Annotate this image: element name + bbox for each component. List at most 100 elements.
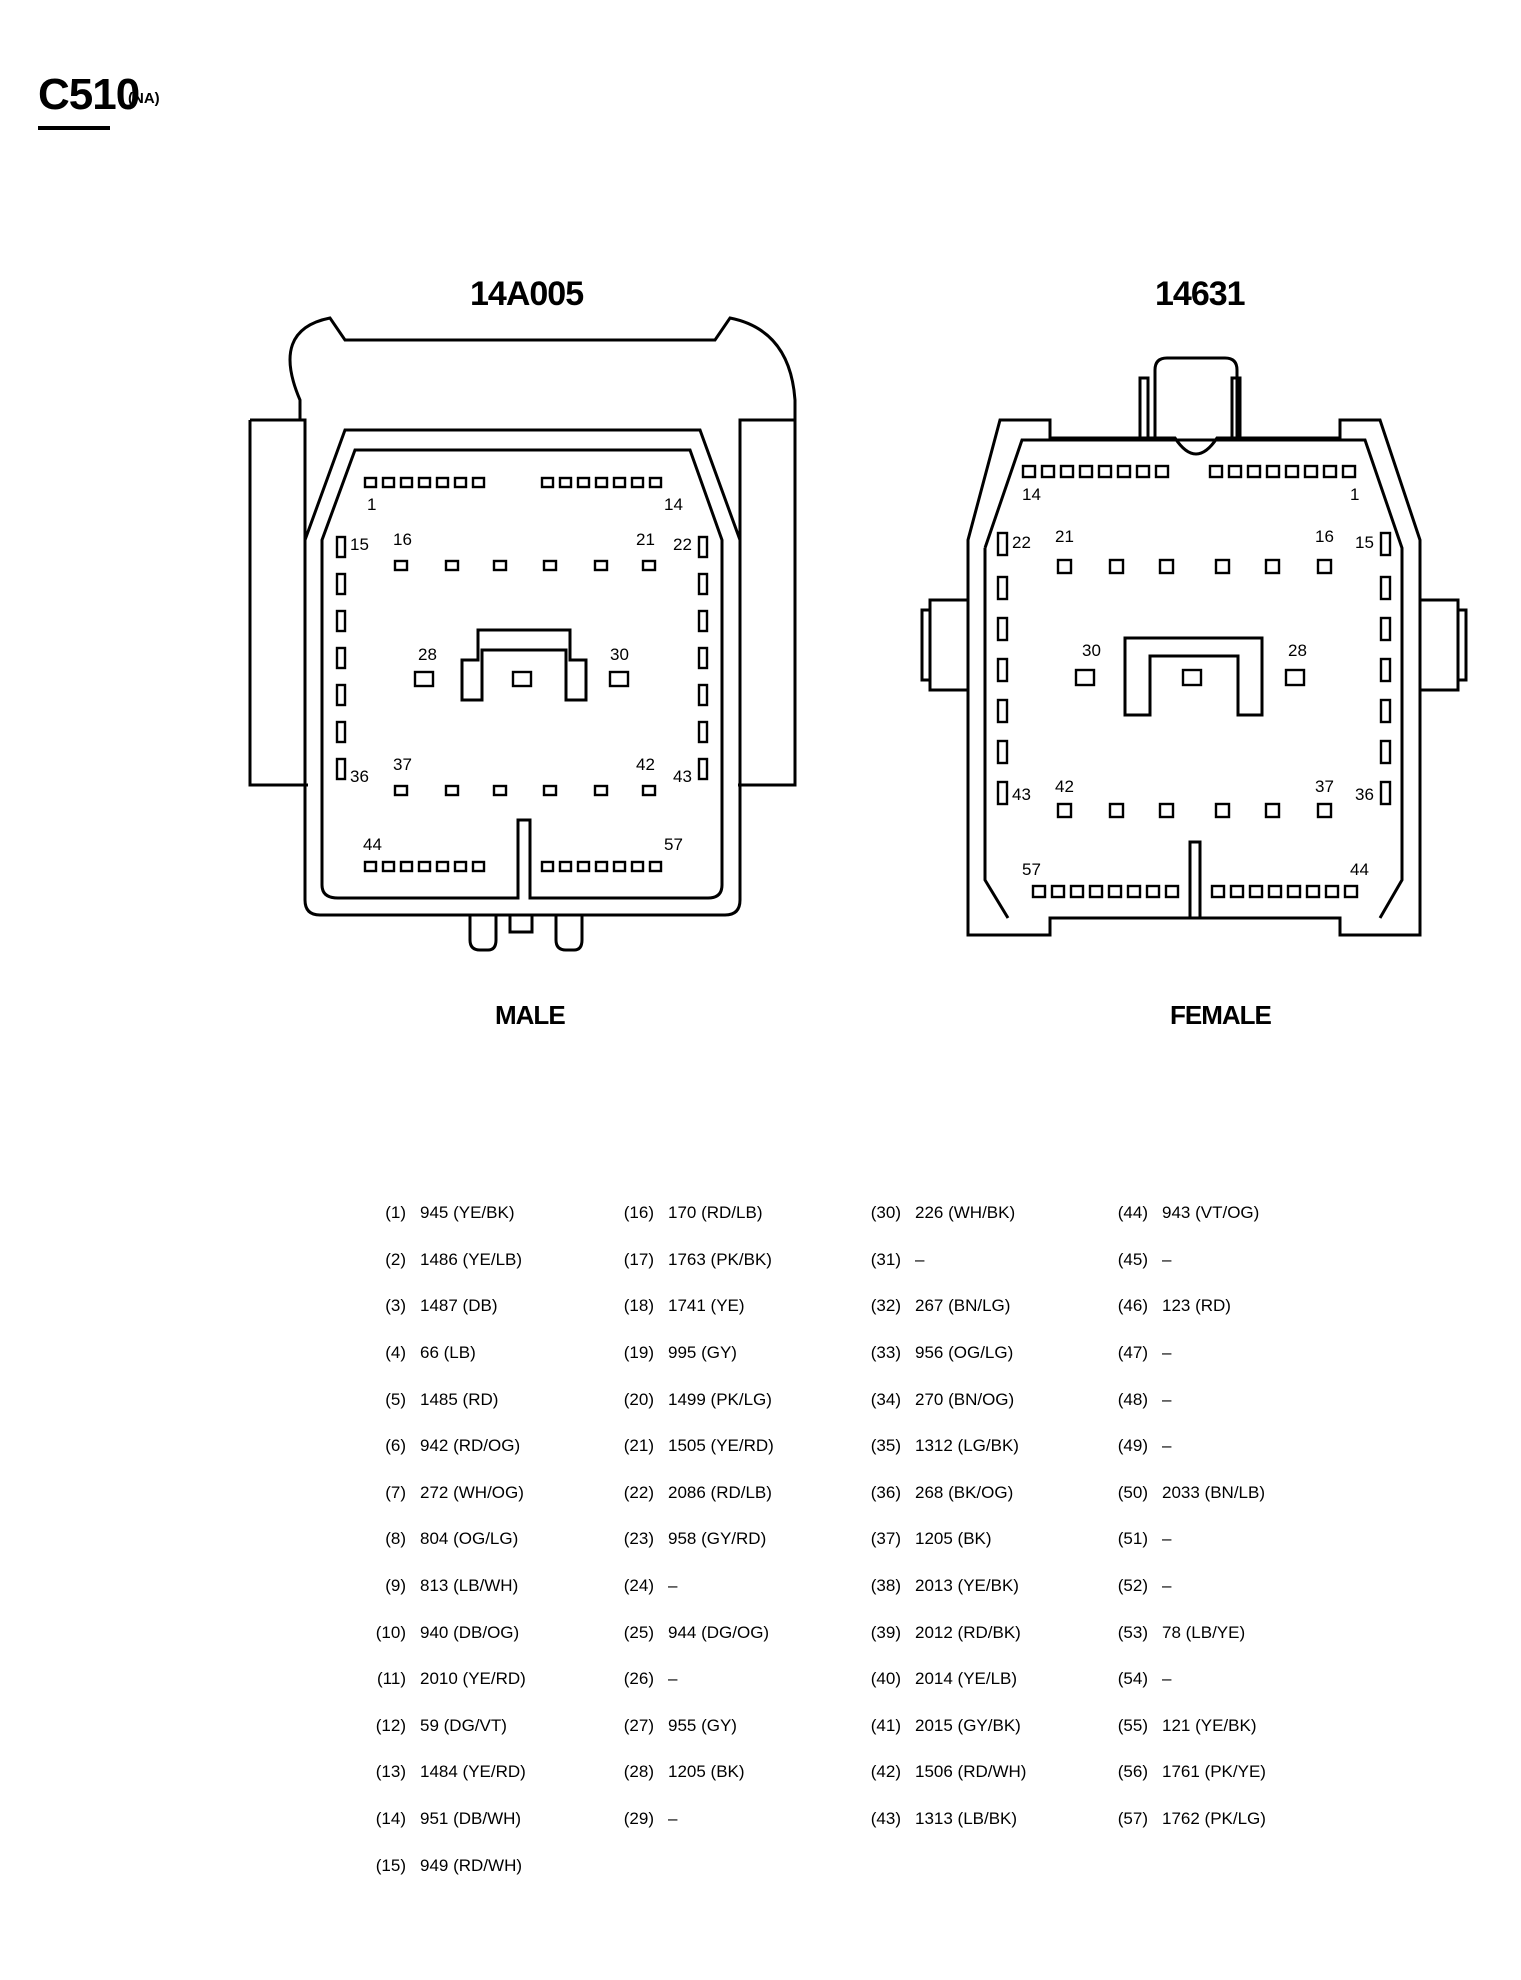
pin-circuit: 1506 (RD/WH): [915, 1762, 1027, 1782]
pin-number: (19): [623, 1343, 654, 1363]
male-pin-cavities: [335, 476, 709, 873]
pinout-row: (44)943 (VT/OG): [1102, 1190, 1266, 1237]
pin-number: (51): [1117, 1529, 1148, 1549]
pinout-row: (38)2013 (YE/BK): [855, 1563, 1026, 1610]
pin-number: (17): [623, 1249, 654, 1269]
pin-circuit: 813 (LB/WH): [420, 1576, 519, 1596]
pinout-row: (14)951 (DB/WH): [360, 1796, 526, 1843]
pinout-row: (36)268 (BK/OG): [855, 1470, 1026, 1517]
pin-circuit: 958 (GY/RD): [668, 1529, 767, 1549]
pinout-row: (35)1312 (LG/BK): [855, 1423, 1026, 1470]
pin-circuit: 2014 (YE/LB): [915, 1669, 1018, 1689]
pin-circuit: 226 (WH/BK): [915, 1203, 1016, 1223]
pin-circuit: 942 (RD/OG): [420, 1436, 521, 1456]
pin-number: (6): [385, 1436, 406, 1456]
male-pin-label: 21: [636, 530, 655, 549]
pin-circuit: 270 (BN/OG): [915, 1389, 1015, 1409]
pin-number: (37): [870, 1529, 901, 1549]
pin-circuit: –: [1162, 1343, 1172, 1363]
pinout-row: (23)958 (GY/RD): [608, 1516, 774, 1563]
pinout-row: (15)949 (RD/WH): [360, 1842, 526, 1889]
pin-circuit: 945 (YE/BK): [420, 1203, 515, 1223]
pin-circuit: 1484 (YE/RD): [420, 1762, 526, 1782]
pin-number: (12): [375, 1715, 406, 1735]
pinout-row: (27)955 (GY): [608, 1703, 774, 1750]
pinout-row: (46)123 (RD): [1102, 1283, 1266, 1330]
pin-circuit: 272 (WH/OG): [420, 1482, 524, 1502]
male-pin-label: 14: [664, 495, 683, 514]
pin-number: (43): [870, 1809, 901, 1829]
pin-number: (47): [1117, 1343, 1148, 1363]
male-pin-label: 30: [610, 645, 629, 664]
male-pin-label: 28: [418, 645, 437, 664]
male-pin-label: 57: [664, 835, 683, 854]
female-pin-label: 36: [1355, 785, 1374, 804]
pin-circuit: 170 (RD/LB): [668, 1203, 763, 1223]
pin-circuit: –: [668, 1669, 678, 1689]
pin-number: (41): [870, 1715, 901, 1735]
pin-number: (53): [1117, 1622, 1148, 1642]
pinout-row: (9)813 (LB/WH): [360, 1563, 526, 1610]
female-connector-body: [920, 356, 1468, 937]
pin-number: (52): [1117, 1576, 1148, 1596]
male-label: MALE: [495, 1000, 566, 1030]
market-code: (NA): [128, 90, 160, 107]
pinout-row: (53)78 (LB/YE): [1102, 1609, 1266, 1656]
title-underline: [38, 126, 110, 130]
male-pin-label: 15: [350, 535, 369, 554]
female-pin-label: 57: [1022, 860, 1041, 879]
pin-number: (20): [623, 1389, 654, 1409]
pinout-row: (8)804 (OG/LG): [360, 1516, 526, 1563]
pinout-row: (34) 270 (BN/OG): [855, 1376, 1026, 1423]
female-pin-label: 1: [1350, 485, 1359, 504]
pin-number: (2): [385, 1249, 406, 1269]
female-pin-label: 21: [1055, 527, 1074, 546]
pin-circuit: 1205 (BK): [668, 1762, 745, 1782]
pinout-row: (54)–: [1102, 1656, 1266, 1703]
pinout-column: (30)226 (WH/BK)(31)–(32)267 (BN/LG)(33)9…: [855, 1190, 1027, 1842]
female-pin-cavities: [996, 464, 1392, 899]
pin-number: (21): [623, 1436, 654, 1456]
pin-number: (36): [870, 1482, 901, 1502]
pin-number: (32): [870, 1296, 901, 1316]
male-pin-label: 44: [363, 835, 382, 854]
pin-circuit: –: [1162, 1576, 1172, 1596]
female-pin-label: 28: [1288, 641, 1307, 660]
pin-number: (48): [1117, 1389, 1148, 1409]
pinout-row: (5)1485 (RD): [360, 1376, 526, 1423]
pin-circuit: 1313 (LB/BK): [915, 1809, 1018, 1829]
pinout-row: (12)59 (DG/VT): [360, 1703, 526, 1750]
pin-circuit: 804 (OG/LG): [420, 1529, 519, 1549]
pinout-row: (50)2033 (BN/LB): [1102, 1470, 1266, 1517]
pinout-row: (21)1505 (YE/RD): [608, 1423, 774, 1470]
pin-circuit: –: [668, 1809, 678, 1829]
pin-circuit: 1312 (LG/BK): [915, 1436, 1019, 1456]
female-pin-label: 15: [1355, 533, 1374, 552]
pin-circuit: –: [668, 1576, 678, 1596]
male-pin-label: 42: [636, 755, 655, 774]
pin-circuit: 2012 (RD/BK): [915, 1622, 1021, 1642]
pin-number: (1): [385, 1203, 406, 1223]
pin-circuit: 2033 (BN/LB): [1162, 1482, 1265, 1502]
pin-number: (16): [623, 1203, 654, 1223]
female-pin-label: 44: [1350, 860, 1369, 879]
pin-number: (34): [870, 1389, 901, 1409]
pinout-row: (28)1205 (BK): [608, 1749, 774, 1796]
pin-number: (54): [1117, 1669, 1148, 1689]
pin-circuit: –: [1162, 1389, 1172, 1409]
pin-number: (7): [385, 1482, 406, 1502]
pin-number: (5): [385, 1389, 406, 1409]
pin-circuit: 1763 (PK/BK): [668, 1249, 772, 1269]
connector-id: C510: [38, 70, 140, 119]
pin-circuit: –: [915, 1249, 925, 1269]
pin-number: (42): [870, 1762, 901, 1782]
pin-circuit: 1741 (YE): [668, 1296, 745, 1316]
female-pin-label: 42: [1055, 777, 1074, 796]
pin-circuit: 1499 (PK/LG): [668, 1389, 772, 1409]
female-pin-label: 16: [1315, 527, 1334, 546]
pinout-row: (2)1486 (YE/LB): [360, 1237, 526, 1284]
pinout-row: (41)2015 (GY/BK): [855, 1703, 1026, 1750]
pinout-row: (19)995 (GY): [608, 1330, 774, 1377]
pin-number: (45): [1117, 1249, 1148, 1269]
pin-circuit: –: [1162, 1436, 1172, 1456]
